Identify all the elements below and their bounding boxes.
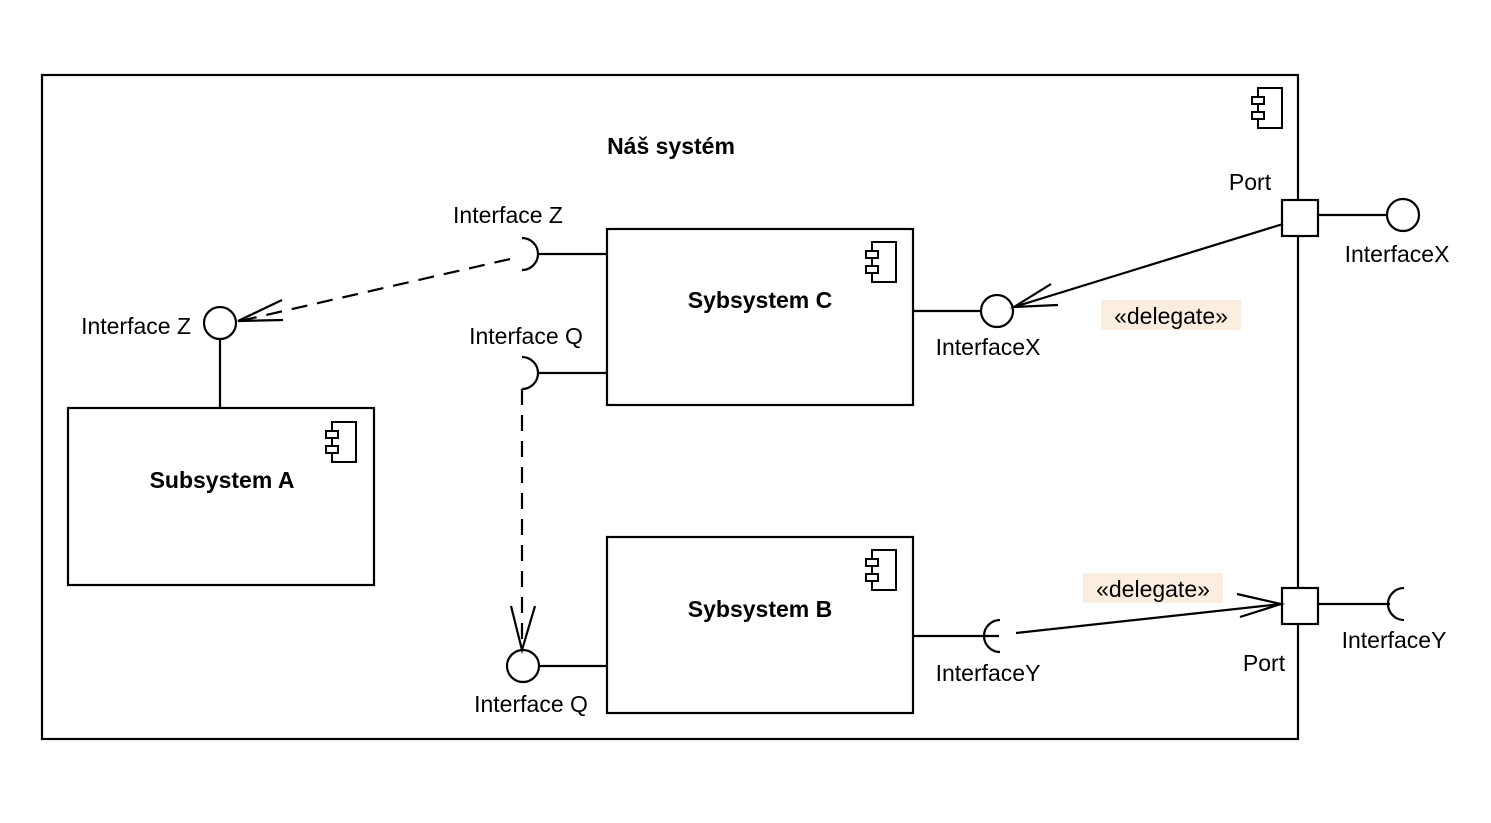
port-bottom[interactable]: Port xyxy=(1243,586,1320,676)
interface-x-outer[interactable]: InterfaceX xyxy=(1318,197,1450,267)
component-name: Subsystem A xyxy=(150,467,295,493)
interface-label: Interface Z xyxy=(81,313,191,339)
interface-y-inner[interactable]: InterfaceY xyxy=(913,618,1041,686)
dependency-q[interactable] xyxy=(509,389,537,655)
port-label: Port xyxy=(1243,650,1286,676)
stereotype-label: «delegate» xyxy=(1096,576,1210,602)
port-top[interactable]: Port xyxy=(1229,169,1320,238)
interface-label: InterfaceX xyxy=(936,334,1041,360)
component-subsystem-b[interactable]: Sybsystem B xyxy=(605,535,915,715)
interface-label: InterfaceY xyxy=(1342,627,1447,653)
stereotype-background xyxy=(1101,300,1241,330)
component-subsystem-c[interactable]: Sybsystem C xyxy=(605,227,915,407)
dependency-z[interactable] xyxy=(237,257,511,323)
interface-label: InterfaceY xyxy=(936,660,1041,686)
component-name: Sybsystem B xyxy=(688,596,832,622)
stereotype-label: «delegate» xyxy=(1114,303,1228,329)
interface-x-inner[interactable]: InterfaceX xyxy=(913,293,1041,360)
interface-z-required[interactable]: Interface Z xyxy=(453,202,607,272)
component-subsystem-a[interactable]: Subsystem A xyxy=(66,406,376,587)
delegate-connector-x[interactable]: «delegate» xyxy=(1009,222,1284,330)
interface-q-required[interactable]: Interface Q xyxy=(469,323,607,391)
interface-q-provided[interactable]: Interface Q xyxy=(474,648,607,717)
interface-label: Interface Z xyxy=(453,202,563,228)
component-name: Sybsystem C xyxy=(688,287,832,313)
interface-y-outer[interactable]: InterfaceY xyxy=(1318,586,1447,653)
interface-label: Interface Q xyxy=(469,323,583,349)
stereotype-background xyxy=(1083,573,1223,603)
system-title: Náš systém xyxy=(607,133,735,159)
delegate-connector-y[interactable]: «delegate» xyxy=(1015,573,1286,635)
interface-z-provided[interactable]: Interface Z xyxy=(81,305,238,408)
interface-label: Interface Q xyxy=(474,691,588,717)
port-label: Port xyxy=(1229,169,1272,195)
interface-label: InterfaceX xyxy=(1345,241,1450,267)
